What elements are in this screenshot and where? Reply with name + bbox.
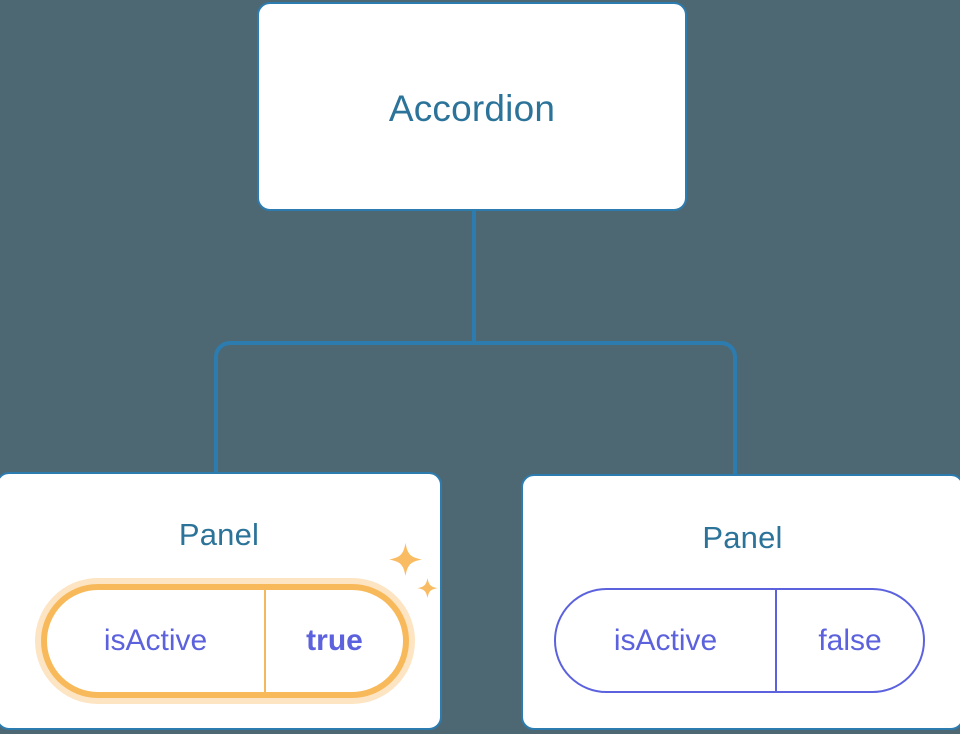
- prop-pill-isactive-true[interactable]: isActive true: [41, 584, 409, 698]
- prop-value-label: true: [264, 590, 403, 692]
- edge-root-to-panel-right: [472, 211, 737, 476]
- node-accordion[interactable]: Accordion: [257, 2, 687, 211]
- node-panel-left-title: Panel: [178, 517, 260, 552]
- prop-key-label: isActive: [103, 624, 208, 657]
- edge-root-to-panel-left: [214, 211, 476, 474]
- node-accordion-title: Accordion: [388, 88, 556, 129]
- prop-value-label: false: [775, 590, 923, 691]
- node-panel-right-title: Panel: [702, 520, 783, 555]
- prop-key-label: isActive: [613, 623, 718, 657]
- prop-pill-isactive-false[interactable]: isActive false: [554, 588, 925, 693]
